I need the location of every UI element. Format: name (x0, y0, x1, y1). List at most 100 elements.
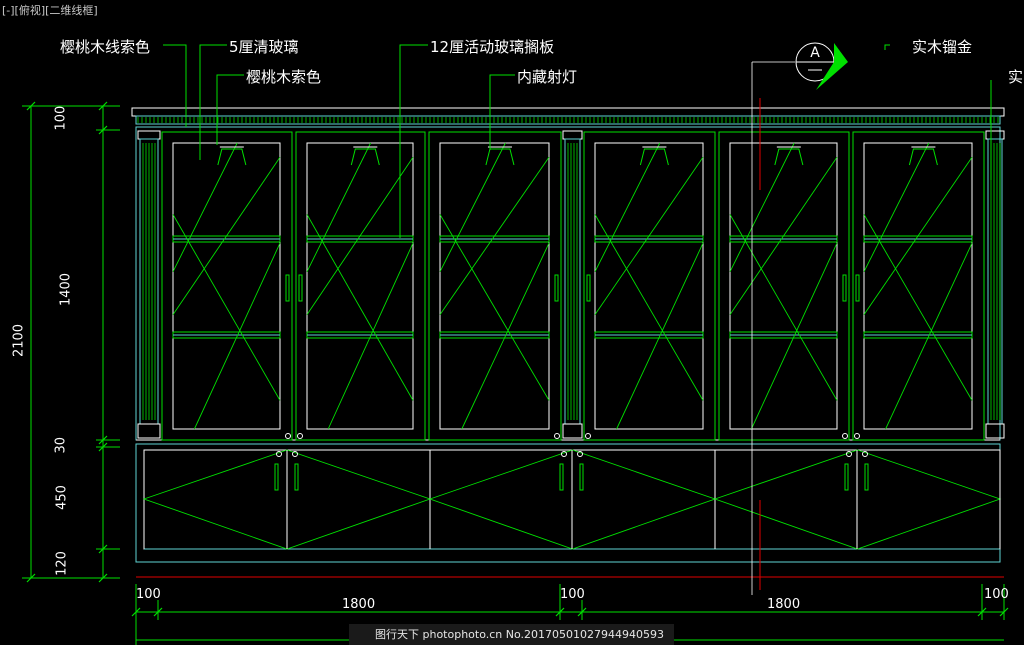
glass-door (161, 131, 293, 441)
callout-cherry-moulding: 樱桃木线索色 (60, 38, 151, 56)
glass-reflection (172, 142, 238, 272)
glass-reflection (306, 214, 414, 401)
dimension-tick (98, 435, 108, 445)
watermark: 图行天下 photophoto.cn No.201705010279449405… (349, 624, 674, 645)
lower-door (571, 450, 584, 549)
dimension-tick (98, 125, 108, 135)
glass-pane (863, 142, 973, 430)
dimension-tick (98, 101, 108, 111)
pilaster-base (137, 423, 161, 439)
glass-reflection (863, 214, 973, 401)
leader-lines (163, 44, 992, 238)
door-frame (852, 131, 985, 441)
spotlight-icon (217, 148, 247, 166)
pilaster-shaft (564, 138, 581, 425)
glass-pane (439, 142, 550, 430)
lower-door-handle (559, 463, 564, 491)
glass-reflection (729, 157, 838, 315)
door-handle (298, 274, 303, 302)
door-hinge (585, 433, 591, 439)
cornice (131, 107, 1005, 128)
dim-bottom-100-left: 100 (136, 587, 161, 602)
lower-door-handle (844, 463, 849, 491)
glass-door (718, 131, 850, 441)
pilaster-capital (137, 130, 161, 140)
callout-clear-glass: 5厘清玻璃 (229, 38, 299, 56)
glass-reflection (172, 157, 281, 315)
dimension-tick (26, 101, 36, 111)
glass-door (295, 131, 426, 441)
pilaster-capital (562, 130, 583, 140)
lower-door-handle (579, 463, 584, 491)
dimension-tick (98, 442, 108, 452)
glass-reflection (439, 214, 550, 401)
door-handle (586, 274, 591, 302)
glass-reflection (594, 142, 661, 272)
door-frame (428, 131, 562, 441)
viewport-label[interactable]: [-][俯视][二维线框] (2, 4, 98, 17)
glass-reflection (885, 242, 973, 430)
lower-door-hinge (276, 451, 282, 457)
glass-reflection (863, 142, 930, 272)
door-handle (554, 274, 559, 302)
lower-door-hinge (577, 451, 583, 457)
glass-pane (172, 142, 281, 430)
callout-glass-shelf: 12厘活动玻璃搁板 (430, 38, 555, 56)
callout-gilded-wood: 实木镏金 (912, 38, 973, 56)
glass-reflection (594, 157, 704, 315)
dim-left-1400: 1400 (58, 272, 74, 307)
lower-door-handle (274, 463, 279, 491)
lower-door-hinge (292, 451, 298, 457)
door-hinge (285, 433, 291, 439)
dim-left-450: 450 (54, 485, 70, 510)
pilaster-base (985, 423, 1005, 439)
lower-door-hinge (561, 451, 567, 457)
spotlight-icon (485, 148, 515, 166)
glass-reflection (306, 142, 372, 272)
pilasters (137, 130, 1005, 439)
door-handle (855, 274, 860, 302)
section-line (751, 42, 848, 595)
dim-bottom-1800-left: 1800 (342, 597, 376, 612)
glass-door (428, 131, 562, 441)
callout-spotlight: 内藏射灯 (517, 68, 578, 86)
lower-door-hinge (862, 451, 868, 457)
dim-left-100: 100 (53, 105, 69, 131)
spotlight-icon (908, 148, 938, 166)
dim-left-2100: 2100 (11, 323, 27, 358)
door-frame (583, 131, 716, 441)
glass-reflection (439, 157, 550, 315)
section-marker-label: A (810, 45, 820, 61)
dimension-tick (26, 573, 36, 583)
callout-truncated: 实 (1008, 68, 1024, 86)
glass-pane (729, 142, 838, 430)
door-hinge (297, 433, 303, 439)
cornice-dentils (137, 117, 999, 123)
dim-left-30: 30 (53, 436, 69, 454)
glass-door (583, 131, 716, 441)
dim-bottom-1800-right: 1800 (767, 597, 801, 612)
glass-reflection (594, 214, 704, 401)
lower-door-hinge (846, 451, 852, 457)
glass-reflection (616, 242, 704, 430)
lower-door (286, 450, 299, 549)
spotlight-icon (350, 148, 380, 166)
glass-pane (306, 142, 414, 430)
callout-cherry-wood: 樱桃木索色 (246, 68, 322, 86)
glass-reflection (729, 142, 795, 272)
door-frame (718, 131, 850, 441)
glass-reflection (172, 214, 281, 401)
door-hinge (842, 433, 848, 439)
dim-bottom-100-right: 100 (984, 587, 1009, 602)
spotlight-icon (774, 148, 804, 166)
door-hinge (554, 433, 560, 439)
glass-reflection (439, 142, 506, 272)
lower-cabinet (135, 443, 1004, 578)
lower-door-handle (864, 463, 869, 491)
door-handle (285, 274, 290, 302)
lower-cabinet-doors (142, 449, 1002, 550)
glass-reflection (863, 157, 973, 315)
dim-left-120: 120 (54, 551, 70, 576)
lower-door (856, 450, 869, 549)
